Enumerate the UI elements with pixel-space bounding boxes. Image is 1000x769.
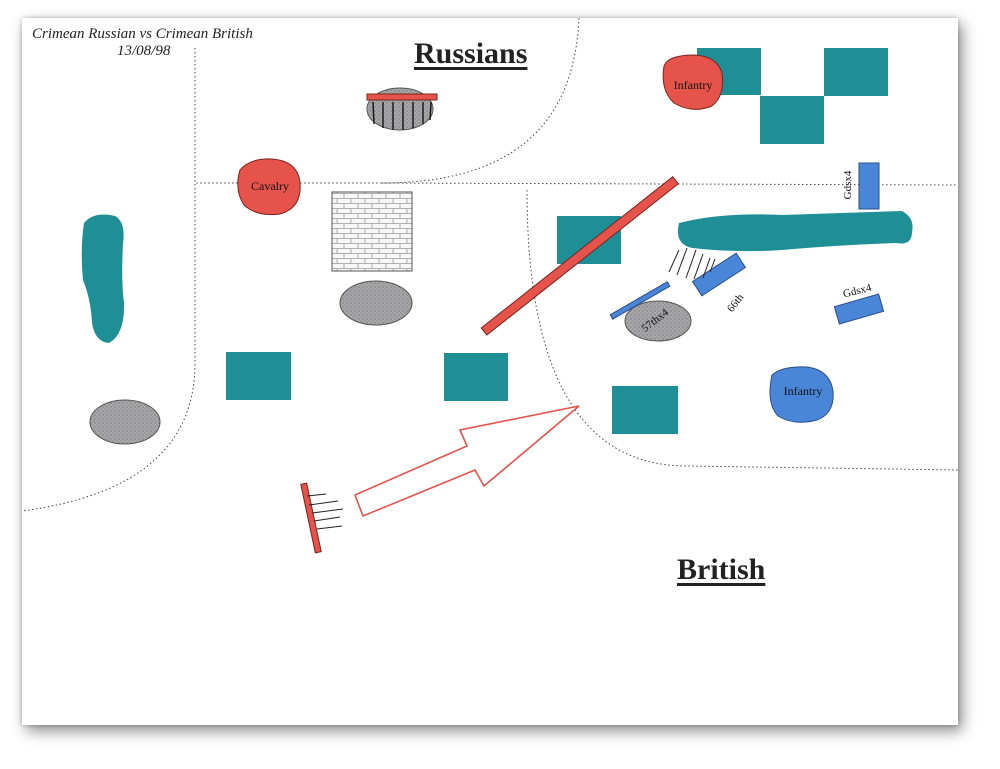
woods-lower-left (226, 352, 291, 400)
road-british-curve (526, 189, 958, 471)
woods-top-2 (824, 48, 888, 96)
hill-center (339, 280, 413, 326)
british-guards-top (858, 162, 880, 210)
russian-cavalry-label: Cavalry (251, 179, 289, 193)
russian-infantry-blob (662, 54, 723, 110)
british-label: British (677, 553, 766, 586)
woods-british (612, 386, 678, 434)
woods-long-right (677, 211, 913, 252)
russian-attacking-unit (300, 482, 344, 554)
attack-arrow (353, 405, 580, 518)
british-guards-right (833, 293, 885, 325)
russian-line-diagonal (480, 176, 680, 336)
map-date: 13/08/98 (117, 43, 171, 59)
russian-cavalry-blob (237, 158, 301, 216)
woods-lower-mid (444, 353, 508, 401)
hill-british (624, 300, 692, 342)
map-title: Crimean Russian vs Crimean British (32, 26, 253, 42)
road-left-vertical (22, 48, 196, 512)
british-66th-regiment (691, 252, 747, 297)
woods-center (557, 216, 621, 264)
town-block (331, 191, 413, 272)
russian-battery (366, 93, 438, 130)
battle-map: Infantry Cavalry Infantry Gdsx4 Gdsx4 66… (22, 18, 958, 554)
regiment-66-label: 66th (725, 291, 747, 314)
russians-label: Russians (414, 37, 528, 70)
woods-left-tall (81, 214, 125, 343)
map-sheet: Infantry Cavalry Infantry Gdsx4 Gdsx4 66… (22, 18, 958, 725)
guards-top-label: Gdsx4 (842, 170, 854, 199)
british-infantry-blob (769, 366, 834, 423)
woods-top-3 (760, 96, 824, 144)
road-russian-curve (195, 18, 580, 184)
british-infantry-label: Infantry (784, 384, 823, 398)
hill-lower-left (89, 399, 161, 445)
british-57th-division (609, 281, 671, 320)
woods (81, 48, 913, 434)
british-skirmish-lines (668, 247, 716, 280)
russian-infantry-label: Infantry (674, 78, 713, 92)
